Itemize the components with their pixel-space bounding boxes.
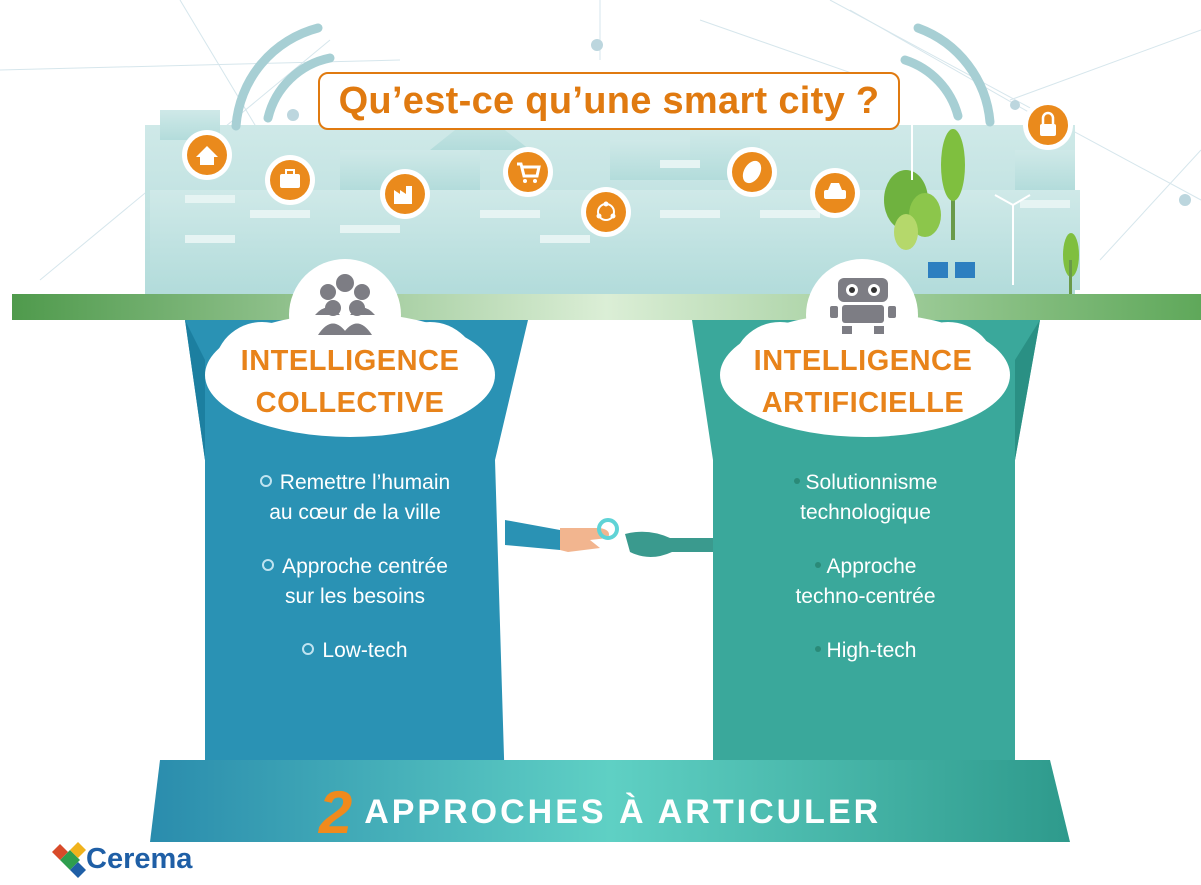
footer-number: 2 — [318, 778, 353, 846]
page-title: Qu’est-ce qu’une smart city ? — [318, 72, 900, 130]
left-title-line1: INTELLIGENCE — [240, 345, 460, 377]
right-bullet-list: Solutionnisme technologique Approche tec… — [718, 468, 1013, 690]
left-bullet-list: Remettre l’humain au cœur de la ville Ap… — [210, 468, 500, 690]
factory-icon — [380, 169, 430, 219]
list-item: Approche techno-centrée — [795, 555, 936, 608]
list-item: Solutionnisme technologique — [718, 468, 1013, 528]
list-item: High-tech — [718, 636, 1013, 666]
bullet-icon — [793, 478, 800, 485]
list-item: Approche centrée sur les besoins — [210, 552, 500, 612]
right-pillar-shape — [692, 320, 1040, 790]
brand-name: Cerema — [86, 843, 193, 875]
bullet-icon — [302, 643, 315, 656]
trees-icon — [884, 129, 1079, 294]
home-icon — [182, 130, 232, 180]
leaf-icon — [727, 147, 777, 197]
right-cloud — [720, 259, 1010, 437]
ground-band — [12, 294, 1201, 320]
left-pillar-title: INTELLIGENCE COLLECTIVE — [215, 340, 485, 424]
car-icon — [810, 168, 860, 218]
right-title-line2: ARTIFICIELLE — [761, 387, 965, 419]
left-cloud — [205, 259, 495, 437]
robot-icon — [830, 278, 896, 334]
right-title-line1: INTELLIGENCE — [753, 345, 973, 377]
people-icon — [315, 274, 375, 335]
wind-turbines-icon — [911, 118, 1031, 285]
network-icon — [581, 187, 631, 237]
wifi-arcs — [231, 23, 995, 131]
base-plinth — [150, 760, 1070, 842]
list-item: Remettre l’humain au cœur de la ville — [210, 468, 500, 528]
list-item: Low-tech — [210, 636, 500, 666]
footer-text: APPROCHES À ARTICULER — [364, 792, 882, 831]
human-hand-icon — [505, 520, 609, 552]
medical-kit-icon — [265, 155, 315, 205]
windows — [185, 160, 1070, 243]
right-pillar-title: INTELLIGENCE ARTIFICIELLE — [728, 340, 998, 424]
left-pillar-shape — [185, 320, 528, 790]
bullet-icon — [814, 562, 821, 569]
bullet-icon — [814, 646, 821, 653]
robot-hand-icon — [597, 518, 713, 557]
left-title-line2: COLLECTIVE — [255, 387, 445, 419]
lock-icon — [1023, 100, 1073, 150]
cart-icon — [503, 147, 553, 197]
bullet-icon — [262, 559, 275, 572]
bullet-icon — [259, 475, 272, 488]
footer-banner: 2 APPROCHES À ARTICULER — [300, 779, 900, 846]
cerema-logo-icon — [52, 842, 86, 878]
